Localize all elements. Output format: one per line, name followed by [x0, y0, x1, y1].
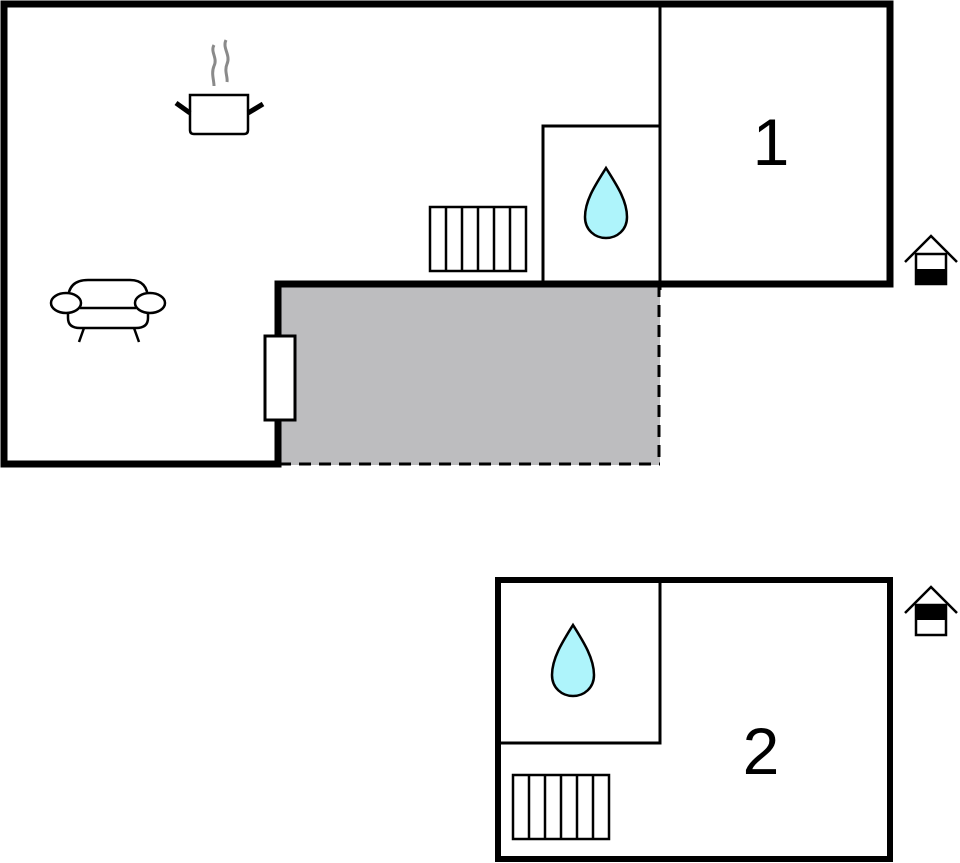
- sofa-icon: [49, 278, 167, 343]
- radiator-icon: [428, 205, 528, 273]
- water-drop-icon: [550, 622, 596, 698]
- upper-floor: 2: [495, 577, 958, 862]
- water-drop-icon: [583, 165, 629, 240]
- ground-floor: 1: [0, 0, 958, 468]
- room-label-1: 1: [753, 105, 790, 179]
- door-icon: [263, 334, 297, 422]
- room-label-2: 2: [743, 714, 780, 788]
- floor-indicator-upper-icon: [904, 585, 958, 637]
- outer-wall: [0, 0, 894, 468]
- bathroom-wall-upper: [498, 580, 662, 745]
- bathroom-wall: [541, 124, 660, 284]
- floor-indicator-ground-icon: [904, 234, 958, 286]
- cooking-pot-icon: [174, 39, 265, 136]
- terrace: [279, 285, 660, 465]
- radiator-icon: [511, 773, 611, 841]
